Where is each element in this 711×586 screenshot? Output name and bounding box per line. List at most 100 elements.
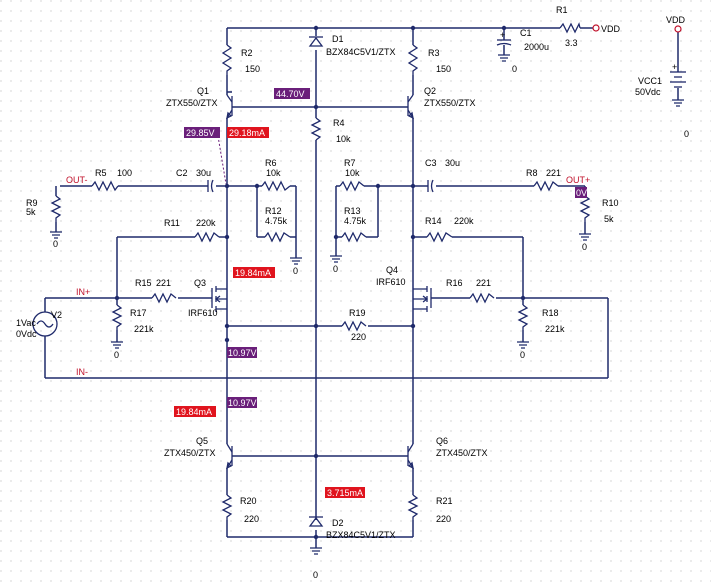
label-r1-value: 3.3 bbox=[565, 38, 578, 48]
resistor-r16[interactable] bbox=[469, 292, 495, 304]
label-c1-value: 2000u bbox=[524, 42, 549, 52]
ground-label: 0 bbox=[53, 239, 58, 249]
mosfet-q4[interactable] bbox=[413, 286, 432, 312]
current-badge-19-84-q3: 19.84mA bbox=[233, 267, 275, 278]
svg-text:29.85V: 29.85V bbox=[186, 128, 215, 138]
label-q2-name: Q2 bbox=[424, 86, 436, 96]
voltage-badge-29-85: 29.85V bbox=[184, 127, 220, 138]
net-label-vdd: VDD bbox=[601, 24, 621, 34]
label-r19-name: R19 bbox=[349, 308, 366, 318]
label-d2-value: BZX84C5V1/ZTX bbox=[326, 530, 396, 540]
probe-leader-line bbox=[217, 135, 227, 185]
resistor-r21[interactable] bbox=[407, 494, 419, 520]
resistor-r19[interactable] bbox=[341, 320, 367, 332]
voltage-badge-10-97-b: 10.97V bbox=[227, 397, 257, 408]
dc-source-vcc1[interactable]: + bbox=[670, 62, 686, 88]
ground-labels: 0 0 0 0 0 0 0 0 0 bbox=[53, 64, 689, 580]
label-r7-name: R7 bbox=[344, 158, 356, 168]
label-r4-name: R4 bbox=[333, 118, 345, 128]
label-r12-name: R12 bbox=[265, 206, 282, 216]
label-r19-value: 220 bbox=[351, 332, 366, 342]
label-r6-value: 10k bbox=[266, 168, 281, 178]
label-r11-value: 220k bbox=[196, 218, 216, 228]
label-q3-value: IRF610 bbox=[188, 308, 218, 318]
label-v2-value: 1Vac bbox=[16, 318, 36, 328]
current-badge-19-84-q5: 19.84mA bbox=[174, 406, 216, 417]
resistor-r5[interactable] bbox=[91, 180, 119, 192]
label-r16-name: R16 bbox=[446, 278, 463, 288]
capacitor-c3[interactable] bbox=[425, 179, 434, 193]
resistor-r3[interactable] bbox=[407, 44, 419, 75]
label-r9-value: 5k bbox=[26, 207, 36, 217]
label-c1-name: C1 bbox=[520, 28, 532, 38]
voltage-badge-10-97-a: 10.97V bbox=[227, 347, 257, 358]
voltage-badge-out-plus: 0V bbox=[575, 187, 587, 198]
svg-text:10.97V: 10.97V bbox=[228, 398, 257, 408]
transistor-q5[interactable] bbox=[226, 440, 242, 472]
label-r16-value: 221 bbox=[476, 278, 491, 288]
label-r8-value: 221 bbox=[546, 168, 561, 178]
net-label-vdd-source: VDD bbox=[666, 15, 686, 25]
wires bbox=[44, 27, 679, 548]
label-r13-name: R13 bbox=[344, 206, 361, 216]
resistor-r17[interactable] bbox=[111, 304, 123, 330]
vdd-pin-icon[interactable] bbox=[592, 24, 600, 32]
label-r13-value: 4.75k bbox=[344, 216, 367, 226]
resistor-r9[interactable] bbox=[50, 195, 62, 222]
resistor-r15[interactable] bbox=[151, 292, 177, 304]
label-v2-value2: 0Vdc bbox=[16, 329, 37, 339]
label-d1-name: D1 bbox=[332, 34, 344, 44]
label-r6-name: R6 bbox=[265, 158, 277, 168]
ground-label: 0 bbox=[512, 64, 517, 74]
zener-diode-d2[interactable] bbox=[308, 516, 324, 527]
resistor-r13[interactable] bbox=[341, 231, 367, 243]
label-r17-name: R17 bbox=[130, 308, 147, 318]
svg-text:10.97V: 10.97V bbox=[228, 348, 257, 358]
resistor-r11[interactable] bbox=[194, 231, 220, 243]
resistor-r4[interactable] bbox=[310, 117, 322, 141]
label-r14-name: R14 bbox=[425, 216, 442, 226]
label-c2-value: 30u bbox=[196, 168, 211, 178]
resistor-r12[interactable] bbox=[264, 231, 291, 243]
resistor-r2[interactable] bbox=[221, 44, 233, 75]
resistor-r10[interactable] bbox=[579, 195, 591, 222]
resistor-r8[interactable] bbox=[533, 180, 559, 192]
vdd-source-pin-icon[interactable] bbox=[674, 25, 682, 33]
net-label-in-minus: IN- bbox=[76, 367, 88, 377]
component-labels: R1 3.3 R2 150 R3 150 R4 10k R5 100 R6 10… bbox=[16, 5, 662, 540]
resistor-r6[interactable] bbox=[261, 180, 291, 192]
resistor-r14[interactable] bbox=[426, 231, 453, 243]
ground-label: 0 bbox=[684, 129, 689, 139]
label-r3-value: 150 bbox=[436, 64, 451, 74]
label-q4-name: Q4 bbox=[386, 265, 398, 275]
label-c2-name: C2 bbox=[176, 168, 188, 178]
label-r3-name: R3 bbox=[428, 48, 440, 58]
label-r14-value: 220k bbox=[454, 216, 474, 226]
transistor-q6[interactable] bbox=[400, 440, 414, 472]
label-r4-value: 10k bbox=[336, 134, 351, 144]
label-r5-name: R5 bbox=[95, 168, 107, 178]
capacitor-c2[interactable] bbox=[205, 179, 214, 193]
label-q6-value: ZTX450/ZTX bbox=[436, 448, 488, 458]
voltage-badge-44-70: 44.70V bbox=[274, 88, 310, 99]
label-q1-name: Q1 bbox=[197, 86, 209, 96]
label-r5-value: 100 bbox=[117, 168, 132, 178]
capacitor-c1[interactable]: + bbox=[496, 30, 512, 55]
label-r9-name: R9 bbox=[26, 198, 38, 208]
net-label-in-plus: IN+ bbox=[76, 287, 90, 297]
zener-diode-d1[interactable] bbox=[308, 36, 324, 47]
label-q3-name: Q3 bbox=[194, 278, 206, 288]
mosfet-q3[interactable] bbox=[211, 286, 227, 312]
resistor-r7[interactable] bbox=[339, 180, 365, 192]
resistor-r18[interactable] bbox=[517, 304, 529, 330]
resistor-r20[interactable] bbox=[221, 494, 233, 520]
ac-source-v2[interactable] bbox=[32, 311, 58, 337]
transistor-q2[interactable] bbox=[400, 94, 414, 120]
label-r7-value: 10k bbox=[345, 168, 360, 178]
resistor-r1[interactable] bbox=[559, 22, 581, 34]
transistor-q1[interactable] bbox=[226, 94, 240, 120]
label-c3-value: 30u bbox=[445, 158, 460, 168]
svg-text:+: + bbox=[672, 62, 677, 72]
